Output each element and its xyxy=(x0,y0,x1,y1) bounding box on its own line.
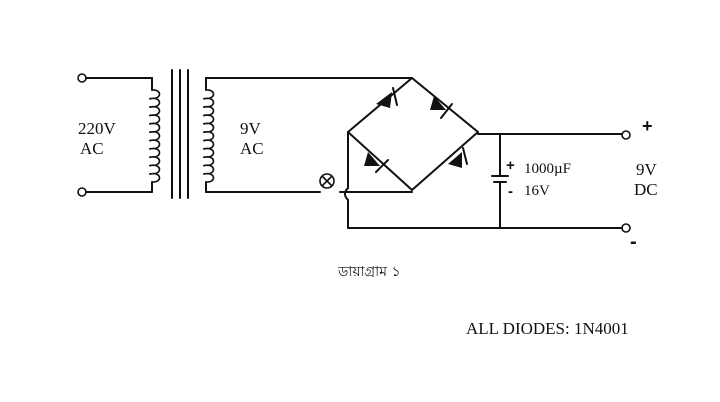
diode-top-left xyxy=(376,87,398,108)
diodes-note: ALL DIODES: 1N4001 xyxy=(466,319,629,338)
diagram-caption: ডায়াগ্রাম ১ xyxy=(337,264,401,280)
output-plus-sign: + xyxy=(642,116,653,136)
primary-type-label: AC xyxy=(80,139,104,158)
diode-bottom-right xyxy=(448,147,468,168)
transformer-core xyxy=(171,69,189,199)
output-terminal-negative xyxy=(621,223,631,233)
secondary-type-label: AC xyxy=(240,139,264,158)
primary-voltage-label: 220V xyxy=(78,119,117,138)
primary-winding xyxy=(148,89,161,183)
diode-bottom-left xyxy=(364,152,389,173)
output-minus-sign: - xyxy=(630,231,637,253)
secondary-voltage-label: 9V xyxy=(240,119,262,138)
secondary-wiring xyxy=(205,77,413,193)
secondary-winding xyxy=(202,89,215,183)
primary-input-terminals xyxy=(77,73,153,197)
output-terminal-positive xyxy=(621,130,631,140)
terminal-bottom-left xyxy=(77,187,87,197)
primary-coil xyxy=(148,77,161,193)
bridge-rectangifier xyxy=(339,77,479,229)
indicator-lamp xyxy=(319,173,335,189)
secondary-coil xyxy=(202,77,215,193)
terminal-top-left xyxy=(77,73,87,83)
capacitor-plus-sign: + xyxy=(506,157,515,174)
filter-capacitor xyxy=(491,133,509,229)
output-voltage-label: 9V xyxy=(636,160,658,179)
capacitor-value-label: 1000µF xyxy=(524,161,571,177)
capacitor-voltage-label: 16V xyxy=(524,183,550,199)
capacitor-minus-sign: - xyxy=(508,183,513,200)
output-rails xyxy=(347,130,631,233)
diode-top-right xyxy=(430,96,453,119)
output-type-label: DC xyxy=(634,180,658,199)
